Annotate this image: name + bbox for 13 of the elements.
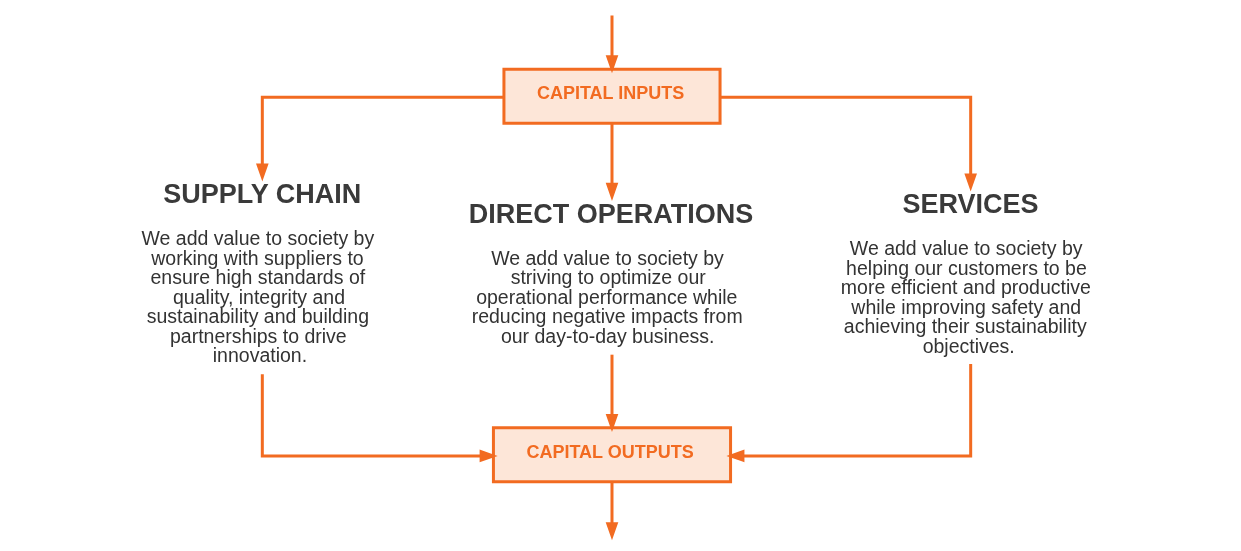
arrow	[605, 15, 618, 74]
arrow	[605, 354, 618, 433]
node-box: CAPITAL OUTPUTS	[491, 426, 732, 484]
arrow	[605, 123, 618, 201]
arrow	[605, 482, 618, 541]
arrow	[255, 95, 504, 182]
arrow	[725, 364, 972, 463]
arrow	[719, 95, 977, 192]
node-text: SUPPLY CHAIN We add value to society by working with suppliers to ensure high standards of quality, integrity and sustainability and building partnerships to drive innovation.	[141, 179, 374, 367]
node-box: CAPITAL INPUTS	[501, 67, 722, 125]
node-text: SERVICES We add value to society by helping our customers to be more efficient and productive while improving safety and achieving their sustainability objectives.	[840, 189, 1091, 357]
arrow	[260, 374, 498, 463]
node-text: DIRECT OPERATIONS We add value to society by striving to optimize our operational performance while reducing negative impacts from our day-to-day business.	[468, 198, 753, 347]
